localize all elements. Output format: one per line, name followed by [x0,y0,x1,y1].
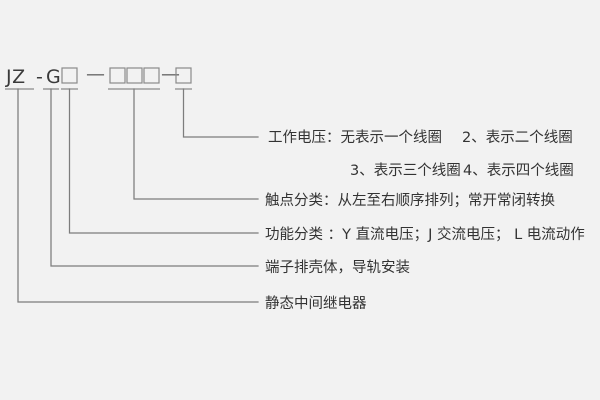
label-working-voltage-line2-extra: 4、表示四个线圈 [463,162,574,179]
label-contact-classification: 触点分类：从左至右顺序排列；常开常闭转换 [265,192,555,209]
leader-product-type [17,88,259,303]
leader-lines [17,88,259,303]
label-product-type: 静态中间继电器 [265,295,367,312]
code-dash-2: — [161,63,180,85]
code-prefix-jz: JZ [5,66,26,88]
label-working-voltage-line1-extra: 2、表示二个线圈 [462,129,573,146]
code-hyphen: - [36,66,43,88]
model-code-row: JZ - G — — [5,63,192,88]
callout-labels: 工作电压：无表示一个线圈 2、表示二个线圈 3、表示三个线圈 4、表示四个线圈 … [265,129,585,312]
code-box-2 [109,67,126,84]
code-series-g: G [46,66,61,88]
label-working-voltage-line1: 工作电压：无表示一个线圈 [268,129,442,146]
code-box-1 [61,67,78,84]
label-working-voltage-line2: 3、表示三个线圈 [350,162,461,179]
label-housing: 端子排壳体，导轨安装 [265,259,410,276]
label-function-classification: 功能分类 ：Y 直流电压；J 交流电压； L 电流动作 [265,225,585,243]
code-box-4 [143,67,160,84]
leader-function-classification [68,88,259,234]
code-box-5 [175,67,192,84]
leader-working-voltage [182,88,259,138]
code-dash-1: — [86,63,105,85]
code-box-3 [126,67,143,84]
leader-contact-classification [133,88,259,200]
leader-housing [50,88,259,267]
